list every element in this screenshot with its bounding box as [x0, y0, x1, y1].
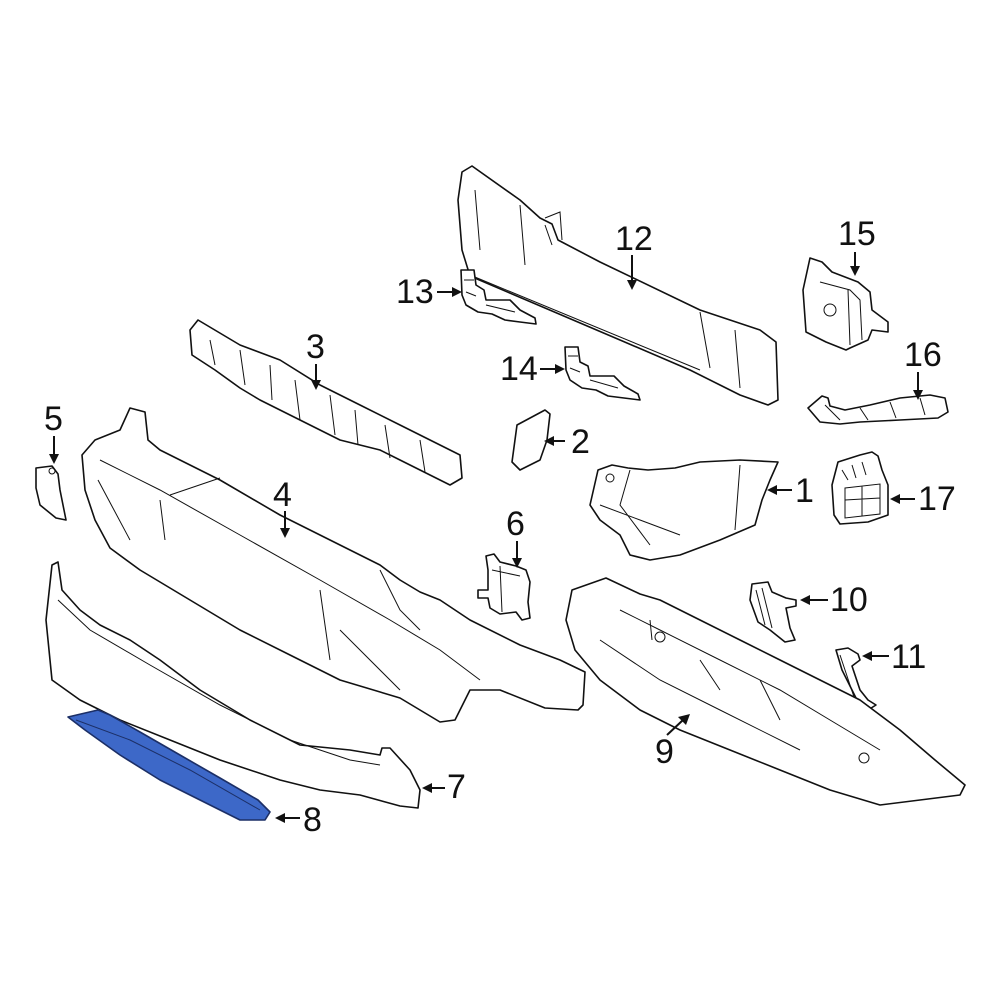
part-4-bumper-cover[interactable] [81, 407, 586, 723]
callout-8[interactable]: 8 [303, 801, 322, 839]
callout-4[interactable]: 4 [273, 476, 292, 514]
callout-7[interactable]: 7 [447, 768, 466, 806]
callout-6[interactable]: 6 [506, 505, 525, 543]
callout-2[interactable]: 2 [571, 423, 590, 461]
part-16-side-bracket[interactable] [807, 394, 949, 425]
part-15-absorber[interactable] [802, 257, 889, 351]
callout-12[interactable]: 12 [615, 220, 653, 258]
part-12-impact-bar[interactable] [457, 165, 779, 406]
callout-arrows [49, 252, 923, 823]
part-8-skid-plate-trim[interactable] [67, 709, 271, 821]
part-9-splash-shield[interactable] [565, 577, 966, 806]
callout-10[interactable]: 10 [830, 581, 868, 619]
part-10-bracket[interactable] [749, 581, 797, 643]
callout-15[interactable]: 15 [838, 215, 876, 253]
callout-5[interactable]: 5 [44, 400, 63, 438]
callout-14[interactable]: 14 [500, 350, 538, 388]
callout-9[interactable]: 9 [655, 733, 674, 771]
callout-1[interactable]: 1 [795, 472, 814, 510]
part-11-bracket[interactable] [835, 647, 877, 711]
callout-16[interactable]: 16 [904, 336, 942, 374]
part-2-cover-cap[interactable] [511, 409, 551, 471]
callout-17[interactable]: 17 [918, 480, 956, 518]
part-1-bracket-assembly[interactable] [589, 459, 779, 561]
part-6-sensor[interactable] [477, 553, 531, 621]
callout-11[interactable]: 11 [891, 638, 927, 676]
callout-3[interactable]: 3 [306, 328, 325, 366]
part-7-lower-trim[interactable] [45, 561, 421, 809]
part-5-trim-piece[interactable] [35, 465, 67, 521]
part-3-bumper-support[interactable] [189, 319, 463, 486]
part-14-bracket[interactable] [564, 346, 641, 401]
part-13-bracket[interactable] [460, 269, 537, 325]
callout-13[interactable]: 13 [396, 273, 434, 311]
part-17-bracket[interactable] [831, 451, 889, 525]
